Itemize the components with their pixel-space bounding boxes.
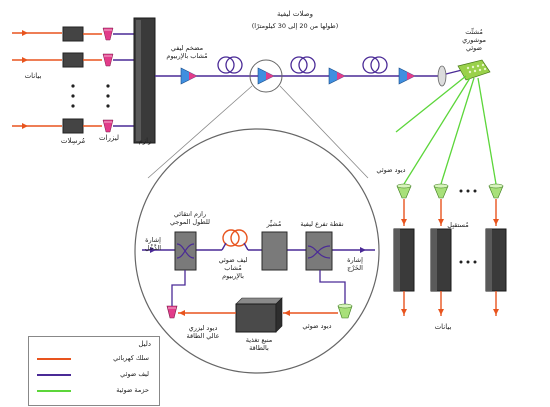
magnified-inset [134,128,380,374]
amplifier-icon [398,67,416,85]
legend-swatch [37,358,71,360]
receiver-box [485,228,507,292]
amplifier-icon [257,67,275,85]
splitter-block [261,231,288,271]
inset-photodiode-label: ديود ضوئي [302,322,332,330]
amplifier-icon [180,67,198,85]
power-supply-block [235,297,283,333]
input-signal-label: إشارة الدَّخْل [144,236,162,252]
prism-grating-icon [457,59,491,81]
wdm-coupler-block [174,231,197,271]
erbium-fiber-label: ليف ضوئي مُشاب بالإربيوم [218,256,248,280]
legend-item-fiber: ليف ضوئي [37,370,151,380]
pump-laser-icon [166,305,178,319]
multiplexer-label: رازم [138,137,152,145]
receivers-label: مُستقبِل [447,221,469,229]
light-beams [395,75,497,185]
output-signal-label: إشارة الخَرْج [347,256,363,272]
fiber-links-subtitle: (طولها من 20 إلى 30 كيلومترًا) [251,22,339,30]
photodiode-icon [433,183,449,199]
photodiode-icon [488,183,504,199]
data-output-label: بيانات [434,323,452,331]
photodiode-label: ديود ضوئي [376,166,406,174]
lens-icon [437,65,447,87]
lasers-label: ليزرات [98,134,120,142]
legend-item-label: حزمة ضوئية [116,386,149,394]
fiber-tap-block [305,231,333,271]
power-unit-label: منبع تغذية بالطاقة [245,336,273,352]
transmitters-label: مُرسِلات [60,137,86,145]
transmitter-box [62,26,84,42]
laser-icon [102,53,114,67]
fiber-links-title: وصلات ليفية [277,10,313,18]
transmitter-box [62,118,84,134]
laser-icon [102,119,114,133]
inset-photodiode-icon [337,303,353,319]
data-input-label: بيانات [24,72,42,80]
splitter-label: مُشيِّر [266,220,282,228]
transmitter-box [62,52,84,68]
laser-icon [102,27,114,41]
receiver-box [393,228,415,292]
legend-item-label: ليف ضوئي [120,370,149,378]
prism-label: مُشتِّت موشوري ضوئي [462,28,486,52]
legend-swatch [37,390,71,392]
legend-item-light-beam: حزمة ضوئية [37,386,151,396]
optical-switch-label: رازم انتقائي للطول الموجي [170,210,210,226]
legend-item-label: سلك كهربائي [113,354,149,362]
legend-swatch [37,374,71,376]
legend: دليل سلك كهربائي ليف ضوئي حزمة ضوئية [28,336,160,406]
main-fiber-link [155,56,438,93]
transmitter-bank [12,26,134,134]
photodiode-icon [396,183,412,199]
legend-item-electrical: سلك كهربائي [37,354,151,364]
receiver-box [430,228,452,292]
legend-title: دليل [138,340,151,348]
pump-laser-label: ديود ليزري عالي الطاقة [186,324,220,340]
amplifier-label: مضخم ليفي مُشاب بالإربيوم [166,44,208,60]
fiber-tap-label: نقطة تفرع ليفية [300,220,344,228]
amplifier-icon [328,67,346,85]
